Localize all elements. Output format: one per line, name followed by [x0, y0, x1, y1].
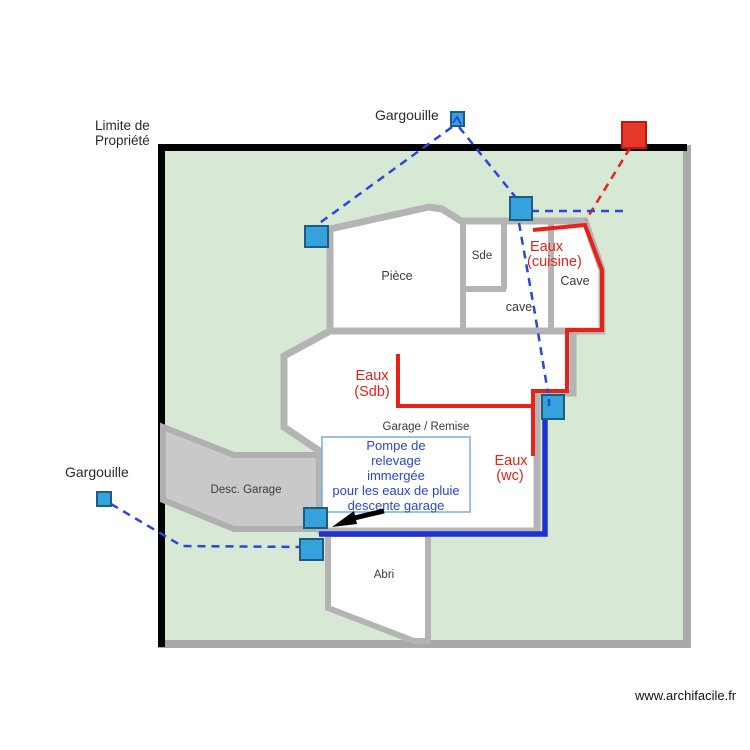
rain-lines — [110, 125, 624, 549]
rain-line-top-right — [458, 126, 518, 200]
rain-line-top-left — [309, 125, 453, 232]
marker-gargouille-left-square — [96, 491, 112, 507]
pipe-labels: Eaux (cuisine) Eaux (Sdb) Eaux (wc) — [354, 239, 582, 484]
label-eaux-sdb-1: Eaux — [355, 368, 389, 384]
pipe-red-dashed-to-marker — [584, 147, 632, 221]
room-cave-small-label: cave — [506, 300, 532, 314]
label-eaux-cuisine-1: Eaux — [530, 239, 564, 255]
blue-markers — [96, 111, 565, 561]
label-eaux-cuisine-2: (cuisine) — [527, 254, 582, 270]
room-abri-label: Abri — [374, 569, 394, 581]
pump-note-line4: pour les eaux de pluie — [332, 483, 459, 498]
watermark-archifacile: www.archifacile.fr — [634, 688, 737, 703]
pump-note-box — [321, 436, 471, 513]
label-limite-line1: Limite de — [95, 118, 150, 133]
pipe-eaux-cuisine-wc — [531, 222, 604, 456]
label-eaux-wc-1: Eaux — [494, 453, 528, 469]
pump-note-line5: descente garage — [348, 498, 445, 513]
rain-line-left-gargouille — [110, 502, 301, 549]
marker-blue-mid-right — [541, 394, 565, 420]
arrow-head-icon — [332, 511, 357, 527]
label-gargouille-left: Gargouille — [65, 464, 129, 480]
label-gargouille-top: Gargouille — [375, 107, 439, 123]
room-cave-big-label: Cave — [560, 274, 589, 288]
marker-blue-garage-lower — [299, 538, 324, 561]
marker-blue-garage-upper — [303, 507, 328, 529]
pump-note-text: Pompe de relevage immergée pour les eaux… — [332, 438, 459, 513]
room-sde-label: Sde — [472, 250, 492, 262]
room-desc-garage-label: Desc. Garage — [211, 484, 282, 496]
pump-note-line3: immergée — [367, 468, 425, 483]
room-garage-label: Garage / Remise — [383, 421, 470, 433]
drain-line-solid-blue — [319, 419, 548, 537]
property-border-gray — [158, 145, 691, 648]
marker-top-dash-detail — [452, 115, 462, 125]
arrow-shaft — [349, 508, 385, 522]
marker-red-square — [621, 121, 647, 149]
label-eaux-wc-2: (wc) — [496, 468, 523, 484]
room-piece-label: Pièce — [381, 269, 412, 283]
marker-blue-on-wall — [509, 196, 533, 221]
pump-note-line2: relevage — [371, 453, 421, 468]
marker-blue-upper-left — [304, 225, 329, 248]
pipe-eaux-sdb — [396, 354, 532, 408]
interior-walls — [460, 223, 554, 329]
rain-line-through-house — [517, 222, 550, 394]
annotations: Gargouille Gargouille Limite de Propriét… — [65, 107, 737, 703]
pump-note-line1: Pompe de — [366, 438, 425, 453]
label-eaux-sdb-2: (Sdb) — [354, 384, 389, 400]
room-labels: Pièce Sde cave Cave Garage / Remise Desc… — [211, 250, 590, 581]
label-limite-line2: Propriété — [95, 133, 150, 148]
